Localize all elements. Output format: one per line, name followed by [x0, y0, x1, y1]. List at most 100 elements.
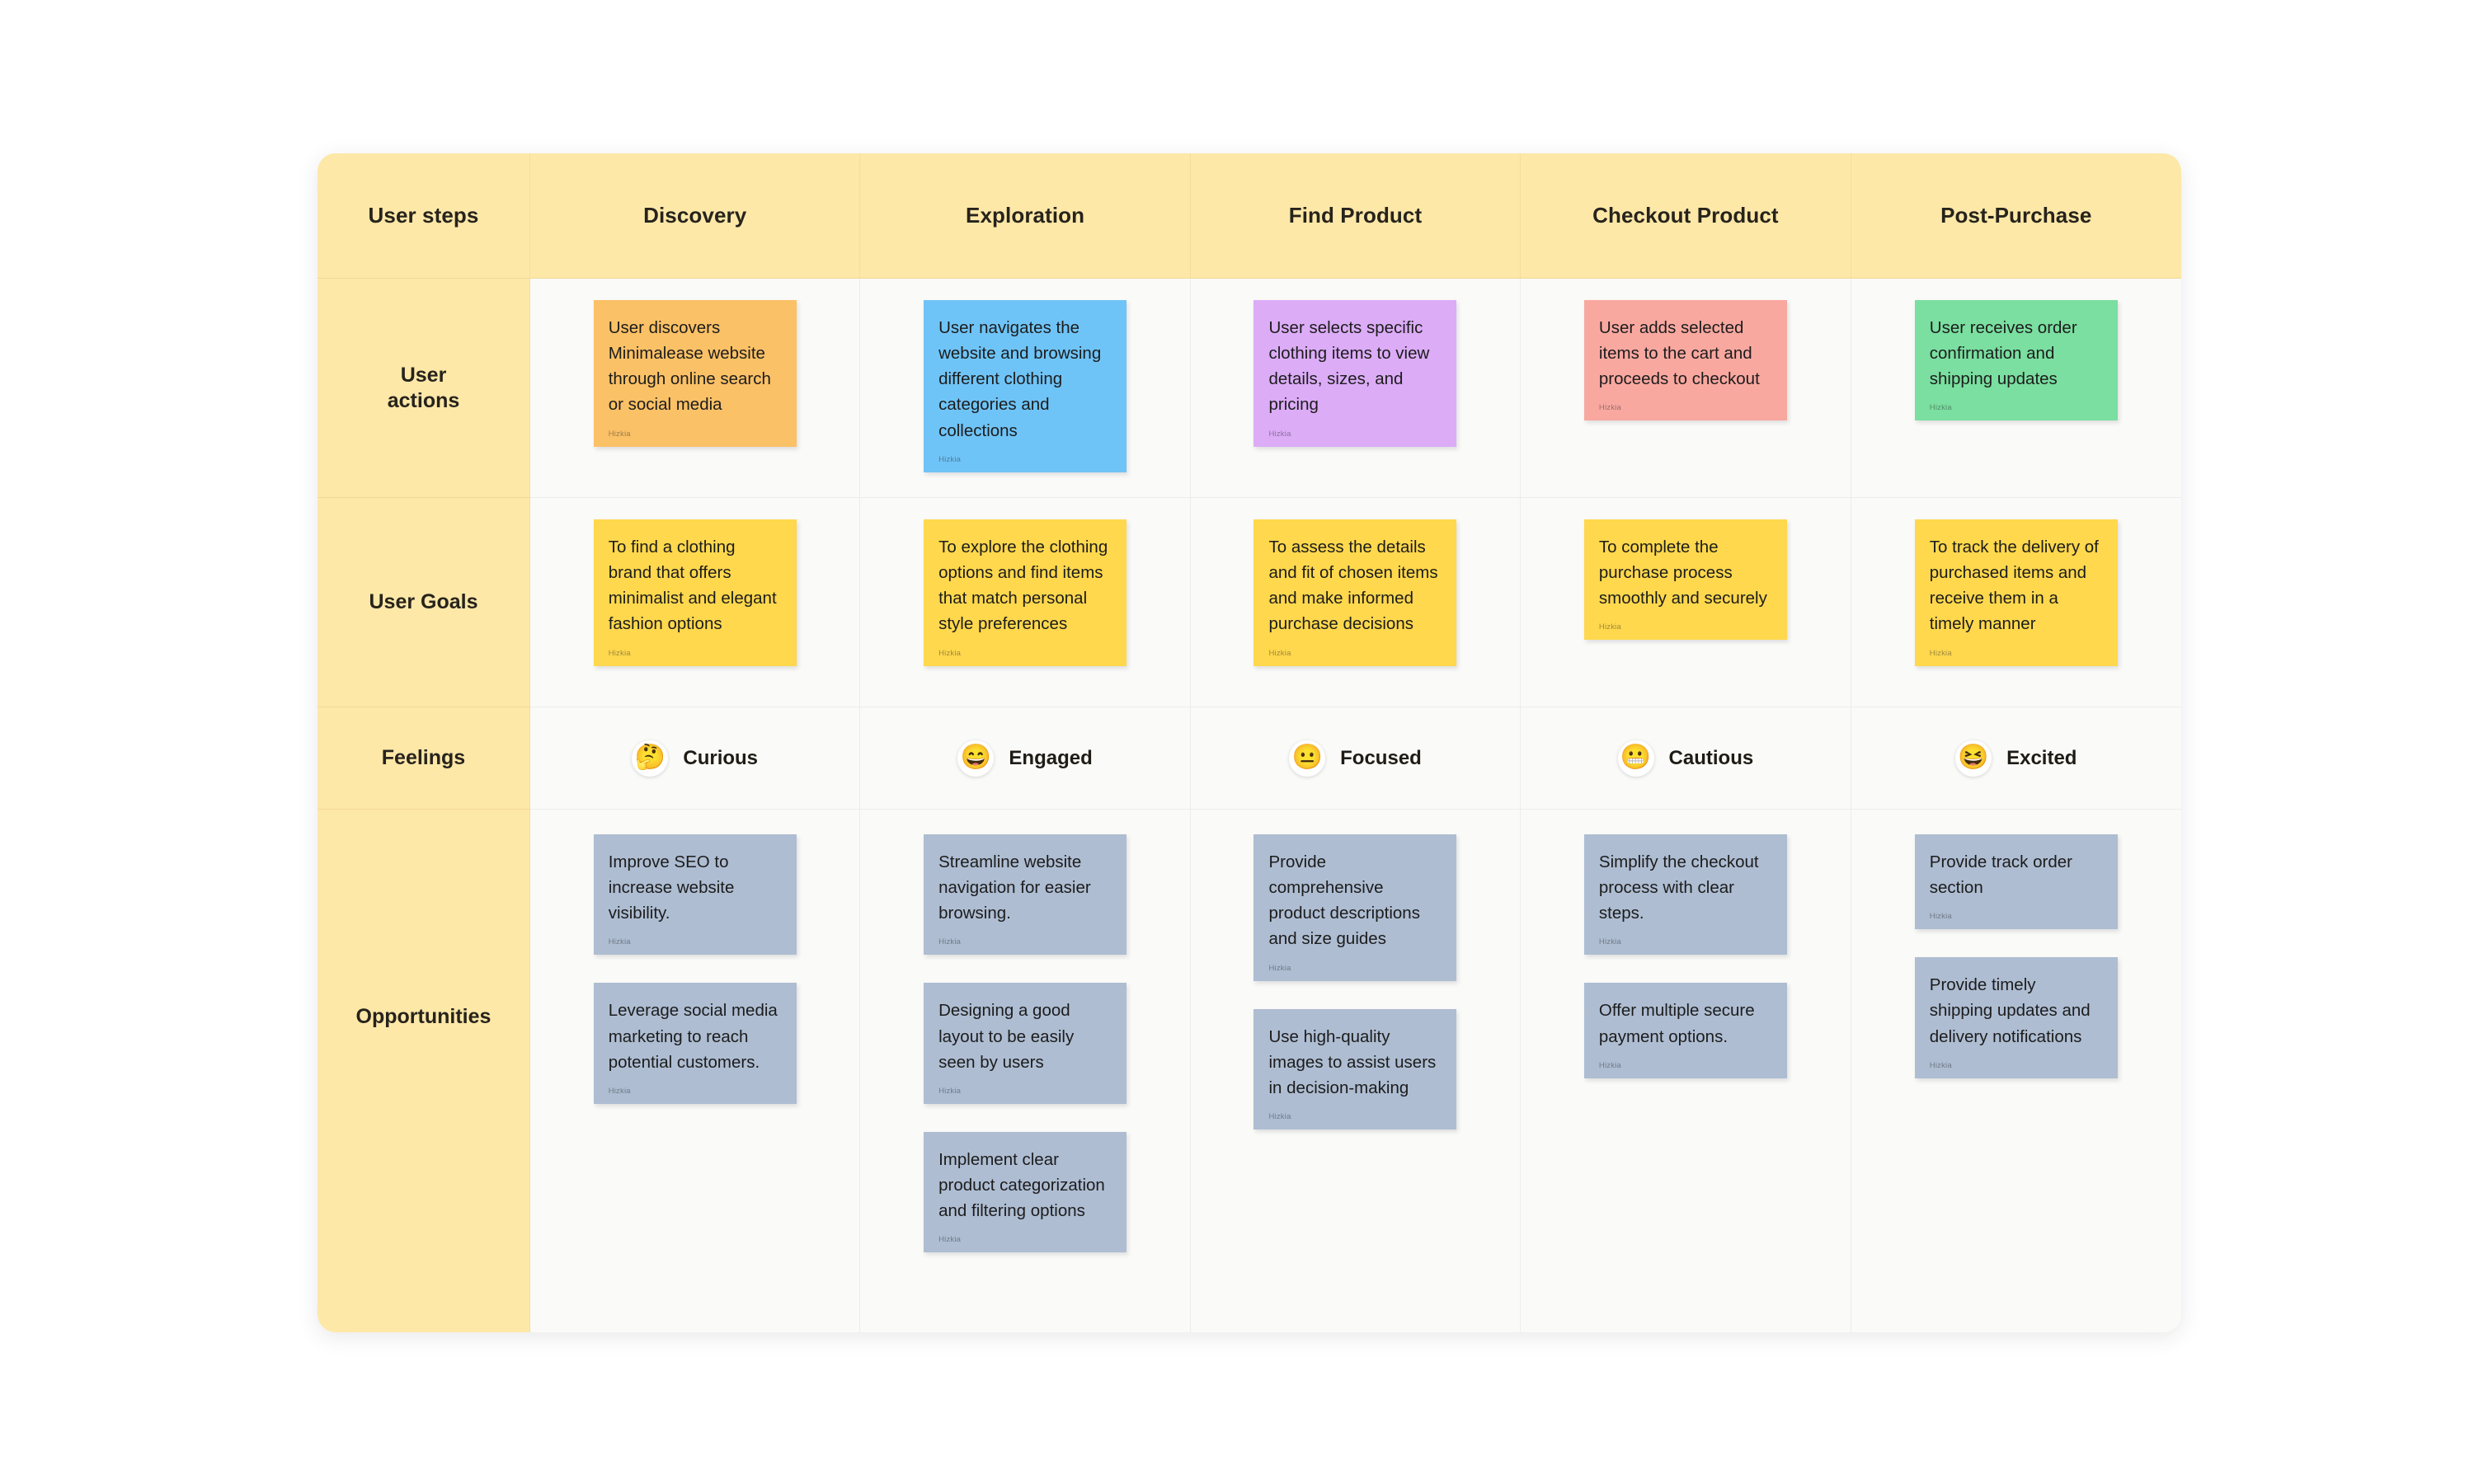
thinking-face-emoji: 🤔: [632, 740, 669, 777]
sticky-note-text: User navigates the website and browsing …: [938, 318, 1102, 440]
feeling-label: Cautious: [1668, 746, 1754, 769]
sticky-note[interactable]: Implement clear product categorization a…: [924, 1131, 1127, 1253]
sticky-note-author: Hizkia: [608, 648, 631, 658]
sticky-note[interactable]: To assess the details and fit of chosen …: [1253, 519, 1457, 666]
cell-feelings-checkout-product: 😬 Cautious: [1521, 707, 1851, 810]
column-header-find-product[interactable]: Find Product: [1190, 153, 1522, 279]
cell-actions-checkout-product: User adds selected items to the cart and…: [1521, 279, 1851, 498]
grinning-smiling-eyes-emoji: 😄: [957, 740, 995, 777]
cell-goals-checkout-product: To complete the purchase process smoothl…: [1521, 498, 1851, 707]
feeling-label: Focused: [1340, 746, 1422, 769]
sticky-note-author: Hizkia: [938, 1086, 962, 1096]
cell-feelings-discovery: 🤔Curious: [530, 707, 861, 810]
cell-goals-discovery: To find a clothing brand that offers min…: [530, 498, 861, 707]
sticky-note[interactable]: Simplify the checkout process with clear…: [1583, 834, 1787, 956]
sticky-note[interactable]: To explore the clothing options and find…: [924, 519, 1127, 666]
cell-feelings-exploration: 😄 Engaged: [860, 707, 1191, 810]
cell-actions-find-product: User selects specific clothing items to …: [1190, 279, 1522, 498]
sticky-note-text: Implement clear product categorization a…: [938, 1149, 1105, 1221]
sticky-note[interactable]: User selects specific clothing items to …: [1253, 300, 1457, 447]
sticky-note-text: User selects specific clothing items to …: [1268, 318, 1430, 415]
laughing-squinting-emoji: 😆: [1955, 740, 1992, 777]
sticky-note[interactable]: Designing a good layout to be easily see…: [924, 983, 1127, 1104]
sticky-note[interactable]: User discovers Minimalease website throu…: [593, 300, 797, 447]
emoji-glyph: 🤔: [634, 743, 666, 771]
sticky-note[interactable]: Leverage social media marketing to reach…: [593, 983, 797, 1104]
sticky-note-author: Hizkia: [1929, 403, 1952, 413]
sticky-note[interactable]: Improve SEO to increase website visibili…: [593, 834, 797, 956]
sticky-note[interactable]: Provide timely shipping updates and deli…: [1914, 957, 2118, 1078]
header-corner-cell: User steps: [317, 153, 530, 279]
cell-feelings-find-product: 😐 Focused: [1190, 707, 1522, 810]
row-label-opportunities: Opportunities: [317, 810, 530, 1332]
column-header-post-purchase[interactable]: Post-Purchase: [1851, 153, 2181, 279]
sticky-note[interactable]: To find a clothing brand that offers min…: [593, 519, 797, 666]
cell-goals-post-purchase: To track the delivery of purchased items…: [1851, 498, 2181, 707]
grimacing-face-emoji: 😬: [1617, 740, 1654, 777]
row-label-feelings: Feelings: [317, 707, 530, 810]
sticky-note-text: User adds selected items to the cart and…: [1598, 318, 1760, 389]
sticky-note-text: User receives order confirmation and shi…: [1929, 318, 2077, 389]
sticky-note-text: To find a clothing brand that offers min…: [608, 538, 777, 634]
sticky-note-author: Hizkia: [1929, 912, 1952, 922]
neutral-face-emoji: 😐: [1289, 740, 1326, 777]
column-header-label: Post-Purchase: [1940, 203, 2092, 228]
sticky-note-author: Hizkia: [938, 454, 962, 464]
sticky-note-author: Hizkia: [608, 429, 631, 439]
feeling-label: Engaged: [1009, 746, 1093, 769]
sticky-note-text: Improve SEO to increase website visibili…: [608, 852, 735, 923]
cell-opportunities-checkout-product: Simplify the checkout process with clear…: [1521, 810, 1851, 1332]
cell-actions-exploration: User navigates the website and browsing …: [860, 279, 1191, 498]
sticky-note-author: Hizkia: [608, 1086, 631, 1096]
row-label-text: Opportunities: [355, 1005, 492, 1028]
sticky-note-text: To assess the details and fit of chosen …: [1268, 538, 1438, 634]
cell-opportunities-exploration: Streamline website navigation for easier…: [860, 810, 1191, 1332]
sticky-note-author: Hizkia: [938, 1235, 962, 1245]
row-label-user-goals: User Goals: [317, 498, 530, 707]
cell-actions-post-purchase: User receives order confirmation and shi…: [1851, 279, 2181, 498]
row-label-text: User actions: [387, 364, 460, 412]
cell-goals-exploration: To explore the clothing options and find…: [860, 498, 1191, 707]
cell-opportunities-discovery: Improve SEO to increase website visibili…: [530, 810, 861, 1332]
header-corner-label: User steps: [368, 203, 479, 228]
sticky-note-author: Hizkia: [938, 648, 962, 658]
sticky-note-text: Offer multiple secure payment options.: [1598, 1001, 1755, 1046]
sticky-note[interactable]: Use high-quality images to assist users …: [1253, 1008, 1457, 1130]
sticky-note-text: Leverage social media marketing to reach…: [608, 1001, 778, 1072]
emoji-glyph: 😆: [1958, 743, 1989, 771]
sticky-note-text: Simplify the checkout process with clear…: [1598, 852, 1759, 923]
sticky-note-text: Streamline website navigation for easier…: [938, 852, 1091, 923]
column-header-discovery[interactable]: Discovery: [530, 153, 861, 279]
cell-feelings-post-purchase: 😆Excited: [1851, 707, 2181, 810]
sticky-note-author: Hizkia: [1598, 937, 1621, 947]
sticky-note[interactable]: Provide comprehensive product descriptio…: [1253, 834, 1457, 981]
cell-opportunities-find-product: Provide comprehensive product descriptio…: [1190, 810, 1522, 1332]
sticky-note[interactable]: To complete the purchase process smoothl…: [1583, 519, 1787, 641]
column-header-checkout-product[interactable]: Checkout Product: [1521, 153, 1851, 279]
sticky-note[interactable]: Streamline website navigation for easier…: [924, 834, 1127, 956]
sticky-note-text: Provide timely shipping updates and deli…: [1929, 975, 2091, 1046]
sticky-note[interactable]: User adds selected items to the cart and…: [1583, 300, 1787, 421]
sticky-note[interactable]: User receives order confirmation and shi…: [1914, 300, 2118, 421]
cell-goals-find-product: To assess the details and fit of chosen …: [1190, 498, 1522, 707]
sticky-note-text: To complete the purchase process smoothl…: [1598, 538, 1767, 608]
sticky-note[interactable]: Offer multiple secure payment options.Hi…: [1583, 983, 1787, 1078]
column-header-exploration[interactable]: Exploration: [860, 153, 1191, 279]
row-label-text: User Goals: [369, 590, 478, 614]
sticky-note-text: Use high-quality images to assist users …: [1268, 1026, 1437, 1097]
sticky-note-text: To explore the clothing options and find…: [938, 538, 1108, 634]
sticky-note[interactable]: To track the delivery of purchased items…: [1914, 519, 2118, 666]
sticky-note-author: Hizkia: [1268, 648, 1291, 658]
sticky-note-author: Hizkia: [1929, 1060, 1952, 1070]
sticky-note-author: Hizkia: [1268, 963, 1291, 973]
sticky-note-author: Hizkia: [1929, 648, 1952, 658]
sticky-note[interactable]: User navigates the website and browsing …: [924, 300, 1127, 472]
emoji-glyph: 😄: [960, 743, 992, 771]
emoji-glyph: 😐: [1291, 743, 1323, 771]
sticky-note-author: Hizkia: [938, 937, 962, 947]
column-header-label: Checkout Product: [1592, 203, 1779, 228]
sticky-note-author: Hizkia: [1268, 429, 1291, 439]
column-header-label: Find Product: [1288, 203, 1423, 228]
